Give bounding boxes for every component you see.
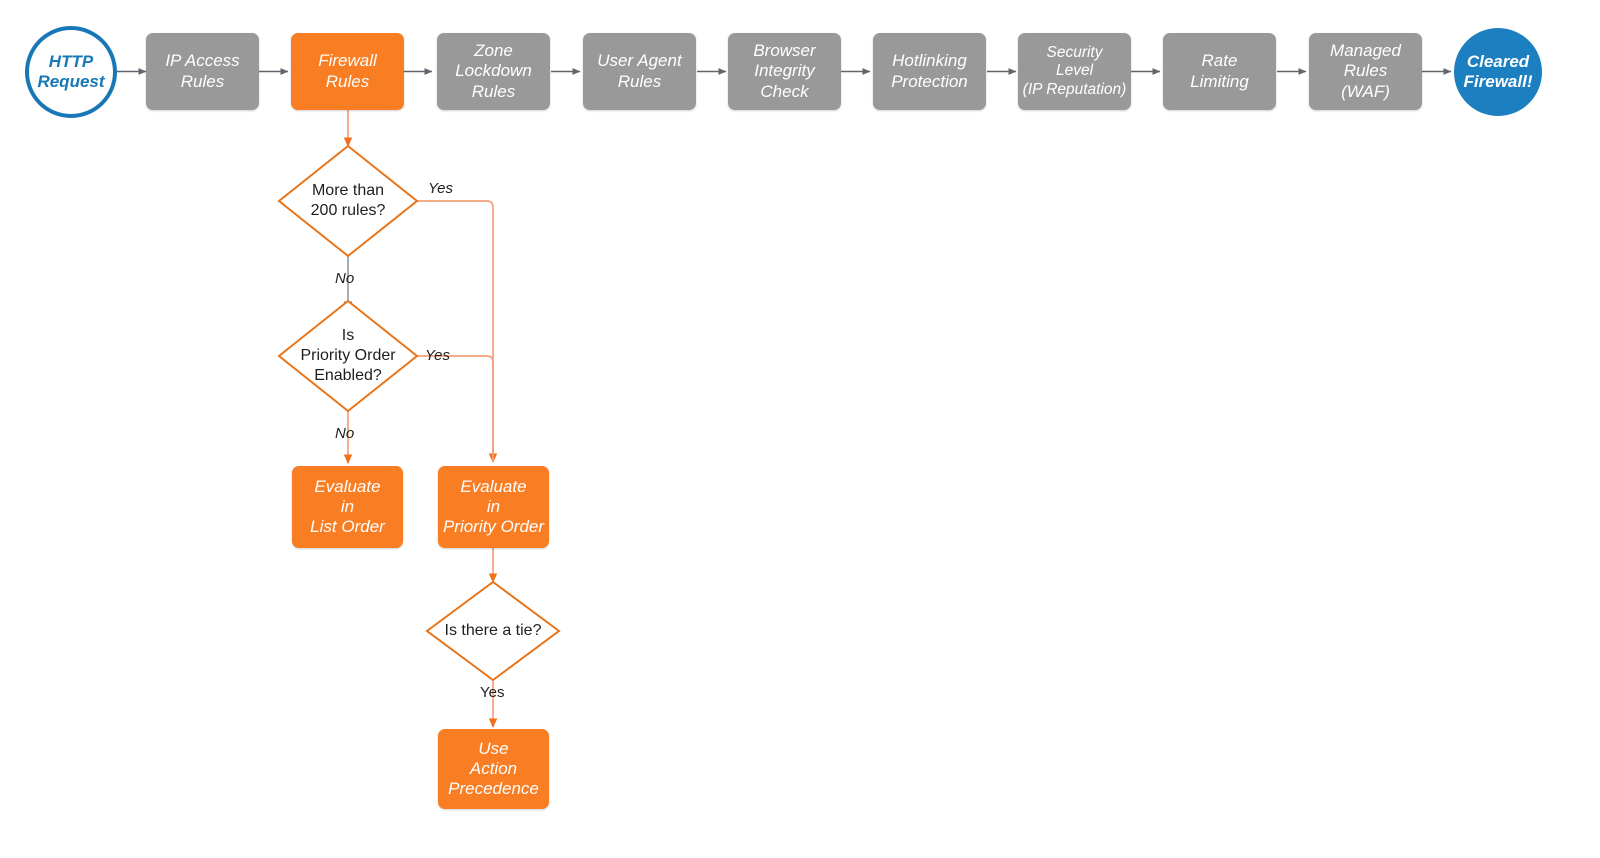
node-evaluate-in-list-order[interactable]: Evaluate in List Order bbox=[292, 466, 403, 548]
node-user-agent-rules[interactable]: User Agent Rules bbox=[583, 33, 696, 110]
node-managed-rules-waf-label: Managed Rules (WAF) bbox=[1330, 41, 1401, 101]
decision-is-there-a-tie-label: Is there a tie? bbox=[444, 622, 542, 639]
node-evaluate-in-priority-order-label: Evaluate in Priority Order bbox=[442, 476, 545, 537]
edge-label-more-than-200-no: No bbox=[335, 270, 355, 287]
node-browser-integrity-check[interactable]: Browser Integrity Check bbox=[728, 33, 841, 110]
node-use-action-precedence[interactable]: Use Action Precedence bbox=[438, 729, 549, 809]
node-firewall-rules-label: Firewall Rules bbox=[318, 51, 377, 91]
edge-label-more-than-200-yes: Yes bbox=[428, 180, 454, 197]
node-browser-integrity-check-label: Browser Integrity Check bbox=[753, 41, 816, 101]
node-ip-access-rules-label: IP Access Rules bbox=[165, 51, 240, 91]
node-use-action-precedence-label: Use Action Precedence bbox=[448, 738, 539, 799]
node-hotlinking-protection[interactable]: Hotlinking Protection bbox=[873, 33, 986, 110]
decision-priority-order-enabled-label: Is Priority Order Enabled? bbox=[300, 327, 396, 384]
node-evaluate-in-priority-order[interactable]: Evaluate in Priority Order bbox=[438, 466, 549, 548]
node-zone-lockdown-rules[interactable]: Zone Lockdown Rules bbox=[437, 33, 550, 110]
decision-is-there-a-tie[interactable]: Is there a tie? bbox=[427, 582, 559, 680]
node-rate-limiting-label: Rate Limiting bbox=[1190, 51, 1249, 91]
node-user-agent-rules-label: User Agent Rules bbox=[597, 51, 682, 91]
edge-label-priority-order-no: No bbox=[335, 425, 355, 442]
node-cleared-firewall-label: Cleared Firewall! bbox=[1463, 51, 1533, 91]
edge-label-tie-yes: Yes bbox=[480, 684, 505, 701]
decision-more-than-200-rules[interactable]: More than 200 rules? bbox=[279, 146, 417, 256]
decision-more-than-200-rules-label: More than 200 rules? bbox=[310, 182, 386, 219]
node-rate-limiting[interactable]: Rate Limiting bbox=[1163, 33, 1276, 110]
node-security-level-label: Security Level (IP Reputation) bbox=[1022, 44, 1127, 98]
node-http-request[interactable]: HTTP Request bbox=[25, 26, 117, 118]
node-security-level[interactable]: Security Level (IP Reputation) bbox=[1018, 33, 1131, 110]
node-managed-rules-waf[interactable]: Managed Rules (WAF) bbox=[1309, 33, 1422, 110]
node-zone-lockdown-rules-label: Zone Lockdown Rules bbox=[455, 41, 532, 101]
node-firewall-rules[interactable]: Firewall Rules bbox=[291, 33, 404, 110]
node-hotlinking-protection-label: Hotlinking Protection bbox=[891, 51, 968, 91]
decision-priority-order-enabled[interactable]: Is Priority Order Enabled? bbox=[279, 301, 417, 411]
node-evaluate-in-list-order-label: Evaluate in List Order bbox=[310, 476, 385, 537]
node-ip-access-rules[interactable]: IP Access Rules bbox=[146, 33, 259, 110]
node-http-request-label: HTTP Request bbox=[37, 51, 105, 91]
node-cleared-firewall[interactable]: Cleared Firewall! bbox=[1454, 28, 1542, 116]
edge-label-priority-order-yes: Yes bbox=[425, 347, 451, 364]
